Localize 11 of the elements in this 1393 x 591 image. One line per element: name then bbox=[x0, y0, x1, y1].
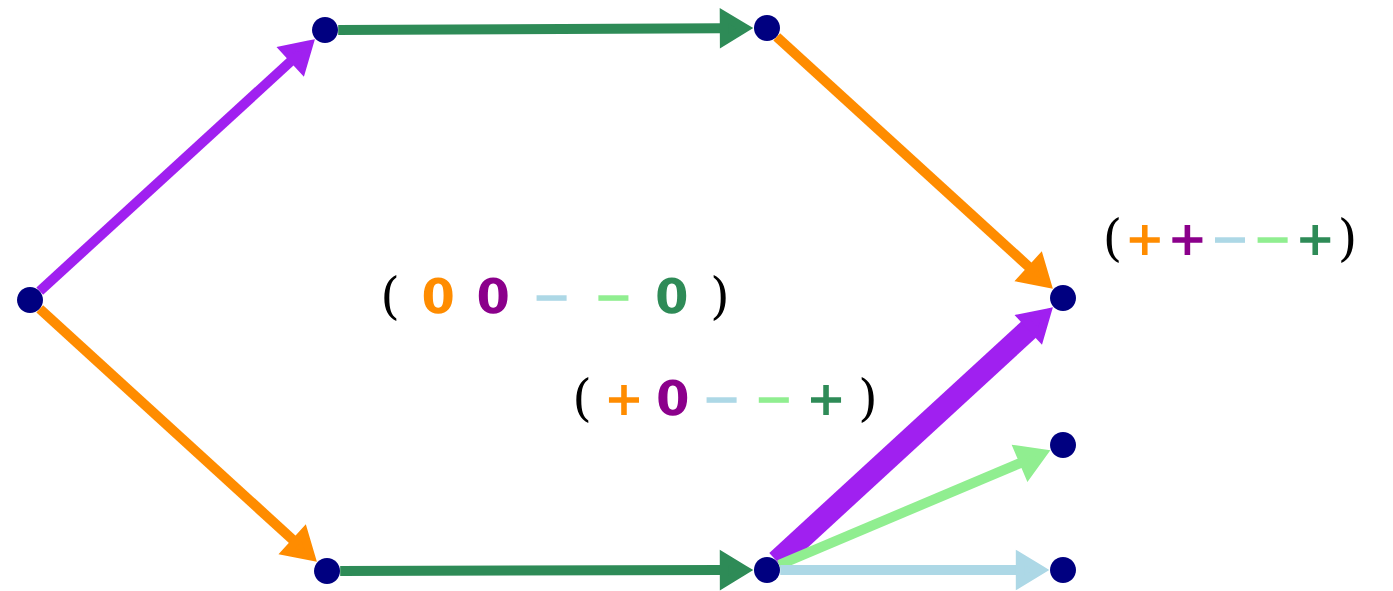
dot bbox=[17, 287, 43, 313]
tuple-label: ( 0 0 − − 0 ) bbox=[384, 275, 726, 321]
dot bbox=[312, 17, 338, 43]
dot bbox=[314, 558, 340, 584]
tuple-label: ( + + − − + ) bbox=[1106, 217, 1354, 263]
tuple-label: ( + 0 − − + ) bbox=[576, 377, 874, 423]
dot bbox=[1050, 432, 1076, 458]
dot bbox=[754, 15, 780, 41]
dot bbox=[754, 557, 780, 583]
dot bbox=[1050, 285, 1076, 311]
dot bbox=[1050, 557, 1076, 583]
